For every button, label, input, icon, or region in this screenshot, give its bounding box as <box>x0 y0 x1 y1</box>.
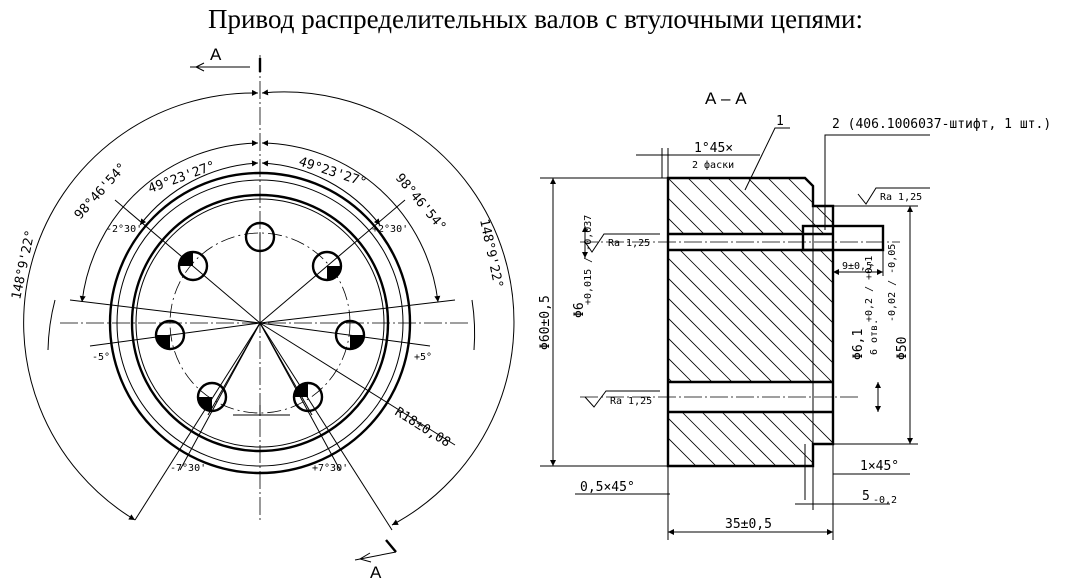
angle-minus-5: -5° <box>92 352 110 363</box>
angle-dimensions <box>23 89 515 526</box>
section-arrow-bottom <box>354 539 397 563</box>
hatch-bottom <box>668 412 833 466</box>
rim-inner-edge <box>116 179 404 467</box>
leader-1-line <box>744 127 790 191</box>
pin-hole-lower-right <box>292 381 324 413</box>
section-title: А – А <box>705 89 747 108</box>
leader-1: 1 <box>776 114 784 129</box>
pin <box>801 224 885 252</box>
dim-d6: Φ6 <box>572 302 587 318</box>
pin-hole-upper-right <box>311 250 343 282</box>
page-title: Привод распределительных валов с втулочн… <box>207 4 864 34</box>
leader-2-line <box>824 134 930 230</box>
chamfer-top: 1°45× <box>694 141 733 156</box>
angle-minus-7-30: -7°30' <box>170 463 206 474</box>
dim-9: 9±0,5 <box>842 261 872 272</box>
dim-35: 35±0,5 <box>725 517 772 532</box>
part-outline <box>666 176 835 468</box>
roughness-mark-3: Ra 1,25 <box>584 390 660 408</box>
dim-5: 5 <box>862 489 870 504</box>
dim-d6-tol: +0,015 / -0,037 <box>583 215 594 305</box>
svg-text:Ra 1,25: Ra 1,25 <box>880 192 922 203</box>
dim-d50: Φ50 <box>895 337 910 360</box>
angle-right-outer: 148°9'22° <box>476 218 505 290</box>
roughness-mark-2: Ra 1,25 <box>857 187 930 205</box>
pin-hole-left <box>154 319 186 351</box>
angle-plus-5: +5° <box>414 352 432 363</box>
section-arrow-top <box>190 58 262 72</box>
dim-d61-tol: +0,2 / +0,1 <box>864 256 875 322</box>
section-view: А – А <box>538 89 1051 540</box>
pin-hole-lower-left <box>196 381 228 413</box>
dim-chamfer-left: 0,5×45° <box>580 480 635 495</box>
radius-leader <box>259 322 456 446</box>
angle-left-outer: 148°9'22° <box>9 229 38 301</box>
angle-left-mid: 98°46'54° <box>72 160 130 222</box>
dim-5-tol: -0,2 <box>873 495 897 506</box>
radius-label: R18±0,08 <box>392 405 453 451</box>
dim-d50-tol: -0,02 / -0,05 <box>887 244 898 322</box>
dim-d61: Φ6,1 <box>851 329 866 360</box>
angle-plus-7-30: +7°30' <box>312 463 348 474</box>
angle-left-inner: 49°23'27° <box>146 159 217 197</box>
chamfer-top-sub: 2 фаски <box>692 159 734 171</box>
dim-chamfer-right: 1×45° <box>860 459 899 474</box>
outer-rim <box>108 171 412 475</box>
pin-hole-upper-left <box>177 250 209 282</box>
radial-lines <box>69 199 456 531</box>
svg-text:Ra 1,25: Ra 1,25 <box>610 396 652 407</box>
hatch-middle <box>668 250 833 382</box>
angle-plus-2-30: +2°30' <box>372 224 408 235</box>
dim-d61-note: 6 отв. <box>869 319 880 355</box>
section-mark-bottom: А <box>370 563 382 582</box>
leader-2: 2 (406.1006037-штифт, 1 шт.) <box>832 117 1051 132</box>
section-mark-top: А <box>210 45 222 64</box>
front-view: А <box>9 45 515 582</box>
svg-text:Ra 1,25: Ra 1,25 <box>608 238 650 249</box>
dim-d60: Φ60±0,5 <box>538 295 553 350</box>
roughness-mark-1: Ra 1,25 <box>584 233 660 253</box>
angle-minus-2-30: -2°30' <box>106 224 142 235</box>
